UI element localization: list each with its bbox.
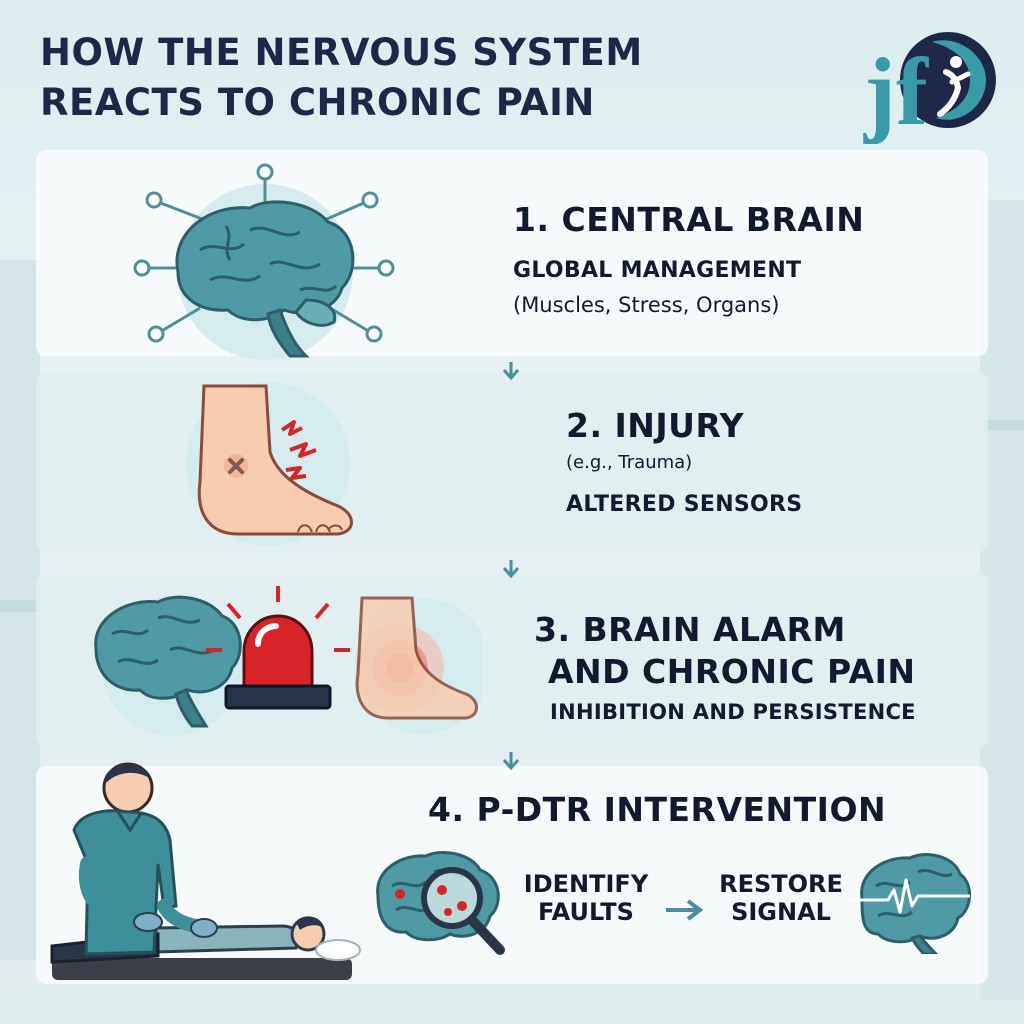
runner-logo-icon — [900, 32, 996, 128]
step-1-subtitle: GLOBAL MANAGEMENT — [513, 258, 802, 283]
step-3-heading-line2: AND CHRONIC PAIN — [548, 652, 916, 691]
identify-faults-label: IDENTIFY FAULTS — [508, 870, 664, 926]
page-title-line2: REACTS TO CHRONIC PAIN — [40, 81, 595, 124]
brain-network-icon — [133, 163, 395, 360]
down-arrow-icon — [502, 752, 520, 771]
logo: jf — [863, 32, 996, 144]
therapist-patient-icon — [50, 762, 361, 980]
step-2-heading: 2. INJURY — [566, 406, 744, 445]
identify-line1: IDENTIFY — [523, 870, 649, 898]
step-4-heading: 4. P-DTR INTERVENTION — [428, 790, 887, 829]
step-3-subtitle: INHIBITION AND PERSISTENCE — [550, 700, 916, 724]
identify-line2: FAULTS — [538, 898, 634, 926]
brain-magnifier-icon — [376, 851, 505, 955]
step-3-heading-line1: 3. BRAIN ALARM — [534, 610, 846, 649]
injured-foot-icon — [186, 382, 353, 546]
page-title-line1: HOW THE NERVOUS SYSTEM — [40, 31, 643, 74]
logo-text: jf — [863, 38, 929, 144]
down-arrow-icon — [502, 362, 520, 381]
arrow-right-icon — [666, 899, 704, 921]
restore-line1: RESTORE — [719, 870, 843, 898]
step-2-detail: (e.g., Trauma) — [566, 452, 693, 473]
step-1-heading: 1. CENTRAL BRAIN — [513, 200, 865, 239]
down-arrow-icon — [502, 560, 520, 579]
restore-signal-label: RESTORE SIGNAL — [706, 870, 856, 926]
brain-signal-icon — [850, 853, 971, 954]
step-1-detail: (Muscles, Stress, Organs) — [513, 293, 780, 317]
restore-line2: SIGNAL — [731, 898, 831, 926]
alarm-siren-icon — [94, 586, 482, 736]
page-title: HOW THE NERVOUS SYSTEM REACTS TO CHRONIC… — [40, 28, 820, 128]
step-2-subtitle: ALTERED SENSORS — [566, 492, 803, 517]
